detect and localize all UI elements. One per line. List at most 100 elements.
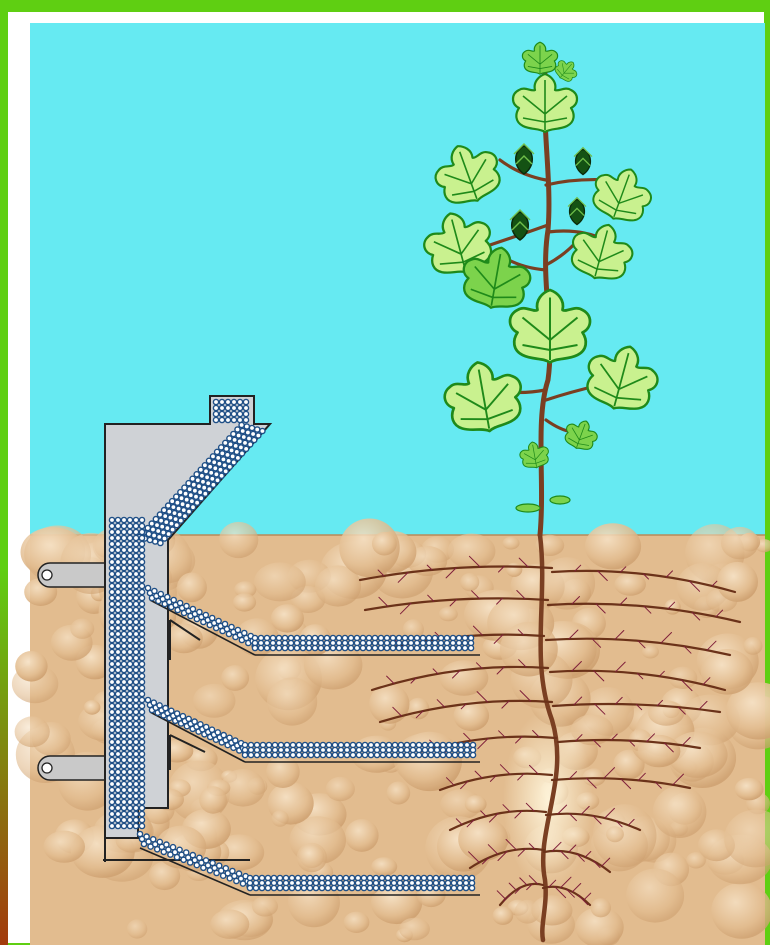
fertilizer-granule: [139, 823, 144, 828]
fertilizer-granule: [109, 631, 114, 636]
fertilizer-granule: [349, 885, 354, 890]
fertilizer-granule: [176, 506, 181, 511]
fertilizer-granule: [121, 613, 126, 618]
fertilizer-granule: [233, 443, 238, 448]
fertilizer-granule: [115, 811, 120, 816]
fertilizer-granule: [295, 885, 300, 890]
fertilizer-granule: [181, 508, 186, 513]
fertilizer-granule: [121, 715, 126, 720]
fertilizer-granule: [464, 752, 469, 757]
soil-pebble: [614, 573, 646, 596]
fertilizer-granule: [115, 517, 120, 522]
fertilizer-granule: [115, 745, 120, 750]
fertilizer-granule: [139, 685, 144, 690]
fertilizer-granule: [139, 799, 144, 804]
fertilizer-granule: [121, 643, 126, 648]
fertilizer-granule: [121, 763, 126, 768]
fertilizer-granule: [420, 645, 425, 650]
fertilizer-granule: [121, 667, 126, 672]
fertilizer-granule: [260, 428, 265, 433]
fertilizer-granule: [121, 529, 126, 534]
fertilizer-granule: [228, 442, 233, 447]
fertilizer-granule: [109, 571, 114, 576]
fertilizer-granule: [127, 529, 132, 534]
fertilizer-granule: [146, 531, 151, 536]
fertilizer-granule: [139, 601, 144, 606]
fertilizer-granule: [133, 565, 138, 570]
fertilizer-granule: [127, 787, 132, 792]
fertilizer-granule: [139, 781, 144, 786]
soil-pebble: [665, 599, 681, 614]
fertilizer-granule: [451, 885, 456, 890]
fertilizer-granule: [109, 625, 114, 630]
fertilizer-granule: [237, 439, 242, 444]
fertilizer-granule: [237, 411, 242, 416]
fertilizer-granule: [439, 885, 444, 890]
fertilizer-granule: [221, 457, 226, 462]
fertilizer-granule: [168, 515, 173, 520]
fertilizer-granule: [237, 399, 242, 404]
fertilizer-granule: [133, 727, 138, 732]
fertilizer-granule: [139, 721, 144, 726]
fertilizer-granule: [139, 769, 144, 774]
fertilizer-granule: [133, 589, 138, 594]
fertilizer-granule: [238, 445, 243, 450]
fertilizer-granule: [109, 799, 114, 804]
fertilizer-granule: [159, 518, 164, 523]
fertilizer-granule: [133, 595, 138, 600]
fertilizer-granule: [127, 721, 132, 726]
fertilizer-granule: [109, 655, 114, 660]
fertilizer-granule: [139, 577, 144, 582]
fertilizer-granule: [109, 649, 114, 654]
fertilizer-granule: [109, 553, 114, 558]
fertilizer-granule: [121, 739, 126, 744]
fertilizer-granule: [227, 464, 232, 469]
fertilizer-granule: [121, 823, 126, 828]
fertilizer-granule: [243, 405, 248, 410]
fertilizer-granule: [139, 715, 144, 720]
fertilizer-granule: [180, 502, 185, 507]
fertilizer-granule: [127, 553, 132, 558]
fertilizer-granule: [324, 645, 329, 650]
fertilizer-granule: [156, 528, 161, 533]
fertilizer-granule: [139, 559, 144, 564]
fertilizer-granule: [127, 649, 132, 654]
fertilizer-granule: [139, 547, 144, 552]
fertilizer-granule: [247, 885, 252, 890]
fertilizer-granule: [166, 531, 171, 536]
fertilizer-granule: [195, 478, 200, 483]
fertilizer-granule: [428, 752, 433, 757]
fertilizer-granule: [434, 752, 439, 757]
fertilizer-granule: [225, 411, 230, 416]
fertilizer-granule: [127, 739, 132, 744]
fertilizer-granule: [115, 793, 120, 798]
fertilizer-granule: [133, 685, 138, 690]
fertilizer-granule: [133, 811, 138, 816]
fertilizer-granule: [139, 553, 144, 558]
fertilizer-granule: [189, 499, 194, 504]
fertilizer-granule: [302, 752, 307, 757]
fertilizer-granule: [127, 763, 132, 768]
fertilizer-granule: [208, 464, 213, 469]
fertilizer-granule: [271, 885, 276, 890]
fertilizer-granule: [139, 571, 144, 576]
mounting-tab-lower: [38, 756, 105, 780]
soil-pebble: [701, 649, 753, 695]
fertilizer-granule: [127, 667, 132, 672]
fertilizer-granule: [186, 509, 191, 514]
fertilizer-granule: [203, 491, 208, 496]
fertilizer-granule: [115, 613, 120, 618]
fertilizer-granule: [139, 787, 144, 792]
fertilizer-granule: [127, 673, 132, 678]
soil-pebble: [345, 819, 379, 852]
soil-pebble: [744, 637, 763, 655]
fertilizer-granule: [245, 430, 250, 435]
fertilizer-granule: [438, 645, 443, 650]
fertilizer-granule: [222, 463, 227, 468]
fertilizer-granule: [139, 637, 144, 642]
fertilizer-granule: [153, 517, 158, 522]
soil-pebble: [448, 534, 496, 569]
fertilizer-granule: [225, 452, 230, 457]
fertilizer-granule: [115, 637, 120, 642]
